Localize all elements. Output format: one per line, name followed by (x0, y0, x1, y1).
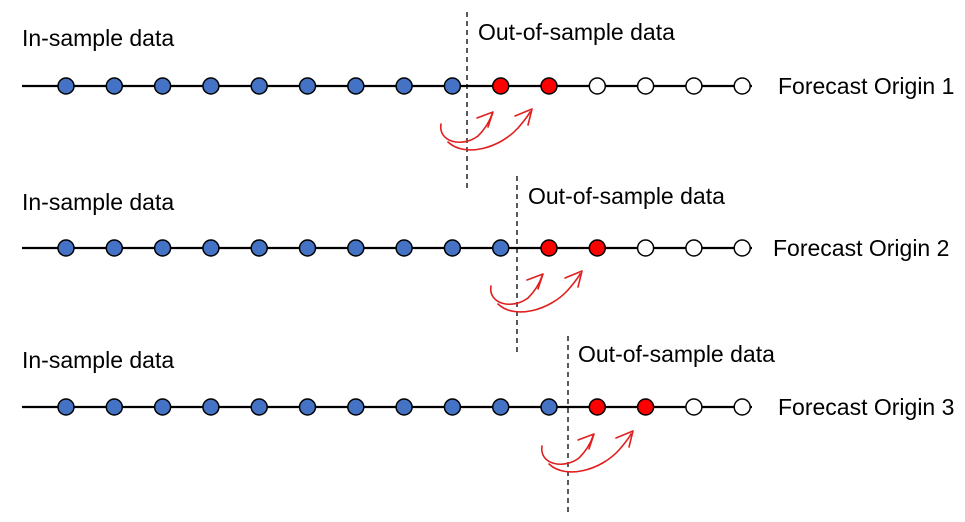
in-sample-point (250, 398, 268, 416)
in-sample-point (298, 77, 317, 95)
in-sample-point (443, 239, 462, 257)
out-of-sample-point (491, 77, 510, 95)
in-sample-point (250, 77, 268, 95)
in-sample-label: In-sample data (22, 25, 174, 51)
in-sample-point (202, 398, 220, 416)
forecast-origin-label: Forecast Origin 3 (778, 394, 954, 420)
in-sample-point (57, 398, 75, 416)
in-sample-point (153, 398, 172, 416)
observation-dots (57, 239, 751, 257)
in-sample-label: In-sample data (22, 347, 174, 373)
out-of-sample-label: Out-of-sample data (578, 341, 775, 367)
in-sample-point (395, 398, 413, 416)
in-sample-point (491, 239, 510, 257)
future-point (733, 398, 751, 416)
in-sample-point (347, 398, 365, 416)
future-point (685, 239, 703, 257)
forecast-origin-label: Forecast Origin 2 (773, 235, 949, 261)
out-of-sample-point (540, 239, 558, 257)
in-sample-point (153, 239, 172, 257)
future-point (588, 77, 607, 95)
in-sample-point (443, 398, 462, 416)
in-sample-point (250, 239, 268, 257)
out-of-sample-label: Out-of-sample data (478, 19, 675, 45)
future-point (636, 239, 655, 257)
out-of-sample-point (588, 398, 607, 416)
out-of-sample-point (540, 77, 558, 95)
observation-dots (57, 77, 751, 95)
forecast-arrows (541, 430, 634, 473)
in-sample-point (202, 77, 220, 95)
out-of-sample-point (588, 239, 607, 257)
in-sample-point (105, 239, 124, 257)
one-step-arrow (490, 273, 544, 306)
out-of-sample-point (636, 398, 655, 416)
one-step-arrow (440, 111, 494, 144)
future-point (685, 77, 703, 95)
in-sample-point (491, 398, 510, 416)
forecast-arrows (440, 108, 533, 151)
one-step-arrow (541, 433, 595, 466)
in-sample-point (153, 77, 172, 95)
in-sample-point (298, 398, 317, 416)
in-sample-point (395, 239, 413, 257)
future-point (636, 77, 655, 95)
row-2: In-sample data Out-of-sample data Foreca… (22, 176, 949, 352)
forecast-origin-label: Forecast Origin 1 (778, 73, 954, 99)
row-3: In-sample data Out-of-sample data Foreca… (22, 336, 954, 514)
two-step-arrow (548, 430, 634, 473)
observation-dots (57, 398, 751, 416)
in-sample-point (105, 398, 124, 416)
in-sample-point (540, 398, 558, 416)
in-sample-point (202, 239, 220, 257)
two-step-arrow (497, 270, 583, 313)
in-sample-point (57, 239, 75, 257)
in-sample-label: In-sample data (22, 189, 174, 215)
in-sample-point (395, 77, 413, 95)
forecast-arrows (490, 270, 583, 313)
in-sample-point (347, 77, 365, 95)
in-sample-point (105, 77, 124, 95)
future-point (733, 77, 751, 95)
two-step-arrow (447, 108, 533, 151)
row-1: In-sample data Out-of-sample data Foreca… (22, 12, 954, 188)
out-of-sample-label: Out-of-sample data (528, 183, 725, 209)
in-sample-point (347, 239, 365, 257)
in-sample-point (443, 77, 462, 95)
in-sample-point (298, 239, 317, 257)
future-point (733, 239, 751, 257)
future-point (685, 398, 703, 416)
in-sample-point (57, 77, 75, 95)
